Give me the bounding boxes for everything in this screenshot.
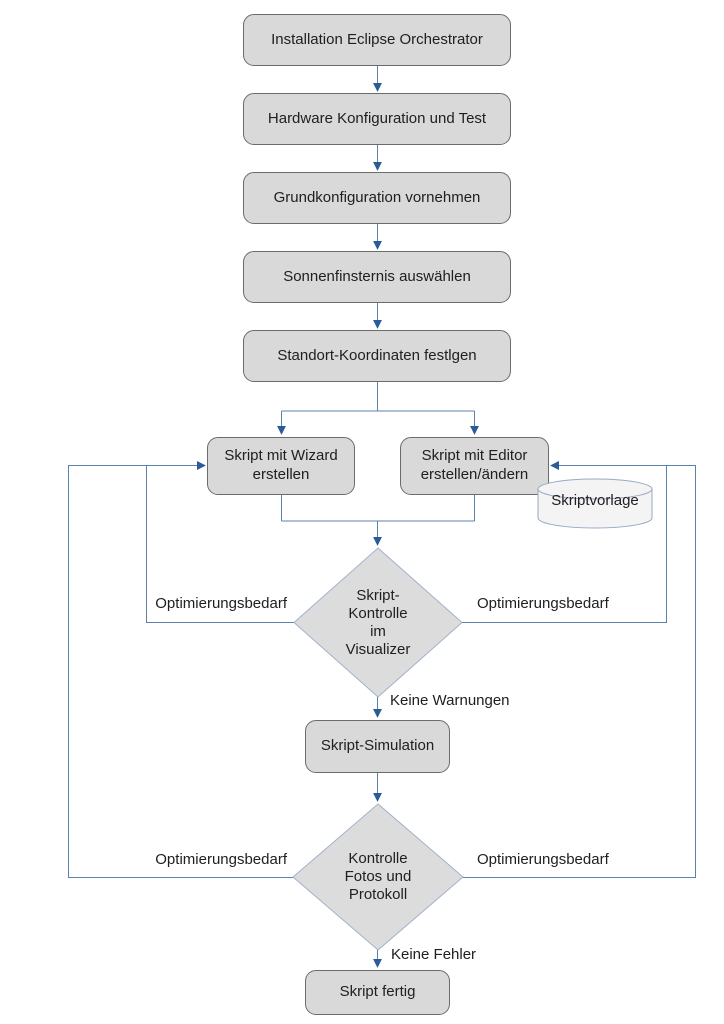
node-grundkonfig: Grundkonfiguration vornehmen (243, 172, 511, 224)
node-wizard: Skript mit Wizard erstellen (207, 437, 355, 495)
node-sonnenfinsternis: Sonnenfinsternis auswählen (243, 251, 511, 303)
node-editor: Skript mit Editor erstellen/ändern (400, 437, 549, 495)
node-fotos-check-label: Kontrolle Fotos und Protokoll (344, 850, 412, 903)
node-fertig: Skript fertig (305, 970, 450, 1015)
datastore-cylinder-shape (537, 478, 653, 529)
edge-label-opt2-right: Optimierungsbedarf (477, 851, 609, 868)
node-standort: Standort-Koordinaten festlgen (243, 330, 511, 382)
edge-label-opt1-right: Optimierungsbedarf (477, 595, 609, 612)
edge-visualizer-loop-left (146, 465, 294, 623)
node-visualizer-check-label: Skript- Kontrolle im Visualizer (345, 586, 411, 658)
edge-fotos-loop-right (463, 461, 696, 878)
decision-diamond-visualizer (293, 547, 463, 698)
decision-diamond-fotos (292, 803, 464, 951)
node-simulation: Skript-Simulation (305, 720, 450, 773)
node-skriptvorlage-label: Skriptvorlage (551, 492, 639, 509)
node-hardware: Hardware Konfiguration und Test (243, 93, 511, 145)
node-install: Installation Eclipse Orchestrator (243, 14, 511, 66)
edge-label-opt2-left: Optimierungsbedarf (155, 851, 287, 868)
edge-label-opt1-left: Optimierungsbedarf (155, 595, 287, 612)
edge-label-keine-fehler: Keine Fehler (391, 946, 477, 963)
edge-visualizer-loop-right (462, 465, 667, 623)
edge-label-keine-warnungen: Keine Warnungen (390, 692, 510, 709)
edge-fotos-loop-left (68, 461, 293, 878)
node-skriptvorlage: Skriptvorlage (537, 478, 653, 529)
